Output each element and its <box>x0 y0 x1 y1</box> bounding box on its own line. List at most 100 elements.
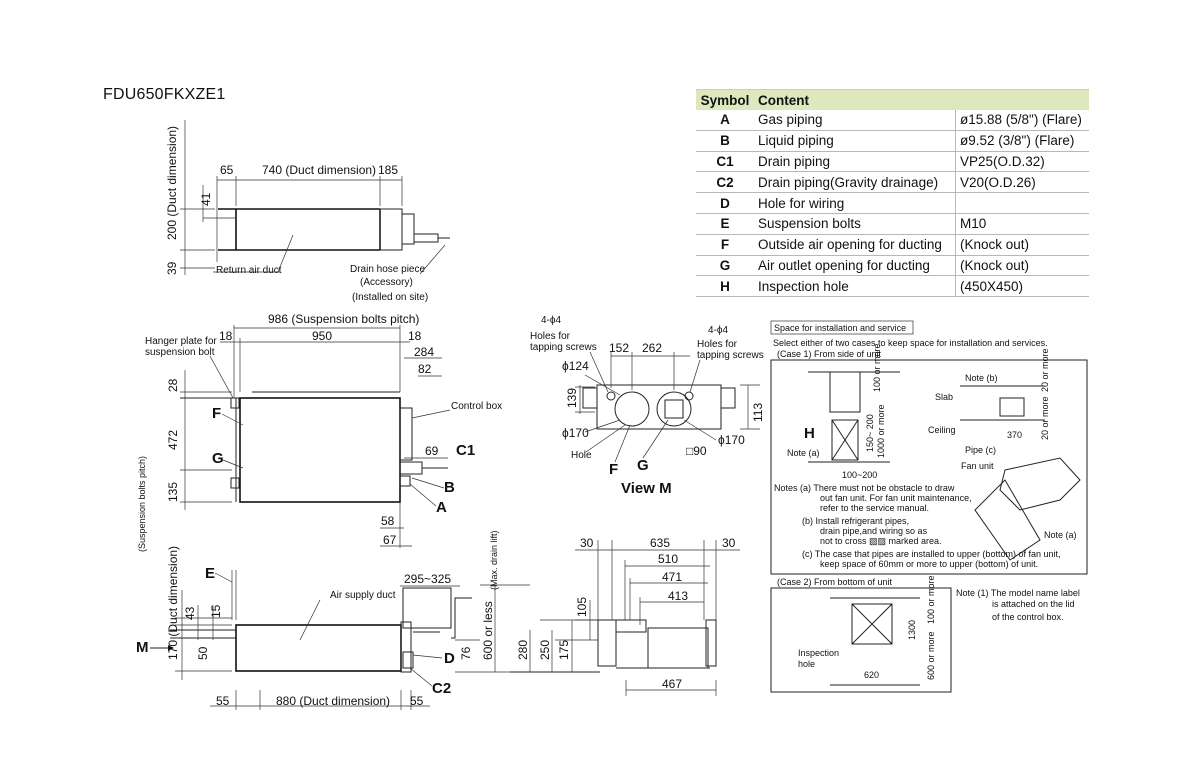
note-line-2: out fan unit. For fan unit maintenance, <box>820 493 972 503</box>
case1-dim-100-200: 100~200 <box>842 470 877 480</box>
hanger-plate-label-1: Hanger plate for <box>145 336 217 347</box>
value-cell: (450X450) <box>955 275 1089 298</box>
side-dim-55b: 55 <box>410 694 424 708</box>
viewm-dim-phi124: ϕ124 <box>562 359 589 373</box>
letter-M-side: M <box>136 639 149 656</box>
plan-dim-18b: 18 <box>408 329 422 343</box>
symbol-cell: F <box>696 234 754 256</box>
content-cell: Drain piping(Gravity drainage) <box>754 171 956 194</box>
end-dim-635: 635 <box>650 536 670 550</box>
case1-dim-20a: 20 or more <box>1040 348 1050 392</box>
viewm-hole-1: 4-ϕ4 <box>541 315 561 326</box>
case1-dim-100: 100 or more <box>872 343 882 392</box>
content-cell: Suspension bolts <box>754 213 956 235</box>
plan-view: 986 (Suspension bolts pitch) 18 950 18 2… <box>137 312 502 552</box>
symbol-cell: A <box>696 110 754 131</box>
case2-dim-620: 620 <box>864 670 879 680</box>
service-case1: (Case 1) From side of unit <box>777 349 882 359</box>
viewm-dim-139: 139 <box>565 388 579 408</box>
plan-dim-28: 28 <box>166 378 180 392</box>
letter-G-plan: G <box>212 450 224 467</box>
side-dim-295-325: 295~325 <box>404 572 451 586</box>
service-intro: Select either of two cases to keep space… <box>773 338 1048 348</box>
case2-dim-1300: 1300 <box>907 620 917 640</box>
suspension-bolts-pitch-label: (Suspension bolts pitch) <box>137 456 147 552</box>
model-note-3: of the control box. <box>992 612 1064 622</box>
value-cell: (Knock out) <box>955 234 1089 256</box>
viewm-dim-113: 113 <box>751 403 765 422</box>
service-space: Space for installation and service Selec… <box>770 320 1088 693</box>
hanger-plate-label-2: suspension bolt <box>145 347 215 358</box>
end-dim-30b: 30 <box>722 536 736 550</box>
air-supply-duct-label: Air supply duct <box>330 590 396 601</box>
side-dim-50: 50 <box>196 646 210 660</box>
side-dim-600: 600 or less <box>481 601 495 660</box>
case1-note-b: Note (b) <box>965 373 998 383</box>
letter-D-side: D <box>444 650 455 667</box>
viewm-dim-phi170b: ϕ170 <box>718 433 745 447</box>
side-dim-15: 15 <box>209 604 223 618</box>
top-dim-185: 185 <box>378 163 398 177</box>
plan-dim-986: 986 (Suspension bolts pitch) <box>268 312 419 326</box>
content-cell: Hole for wiring <box>754 192 956 214</box>
case1-dim-150-200: 150~ 200 <box>865 414 875 452</box>
letter-H-case1: H <box>804 425 815 442</box>
end-view: 30 635 30 510 471 413 105 175 250 280 46… <box>510 536 740 696</box>
control-box-label: Control box <box>451 401 502 412</box>
case1-dim-370: 370 <box>1007 430 1022 440</box>
top-dim-65: 65 <box>220 163 234 177</box>
model-note-2: is attached on the lid <box>992 599 1075 609</box>
viewm-tapping-1: tapping screws <box>530 342 597 353</box>
plan-dim-69: 69 <box>425 444 439 458</box>
letter-B-plan: B <box>444 479 455 496</box>
side-dim-880: 880 (Duct dimension) <box>276 694 390 708</box>
value-cell: M10 <box>955 213 1089 235</box>
side-dim-55a: 55 <box>216 694 230 708</box>
letter-A-plan: A <box>436 499 447 516</box>
end-dim-510: 510 <box>658 552 678 566</box>
end-dim-30a: 30 <box>580 536 594 550</box>
view-m-title: View M <box>621 480 672 497</box>
case1-dim-20b: 20 or more <box>1040 396 1050 440</box>
letter-C2-side: C2 <box>432 680 451 697</box>
end-dim-467: 467 <box>662 677 682 691</box>
viewm-hole-2: 4-ϕ4 <box>708 325 728 336</box>
note-line-1: Notes (a) There must not be obstacle to … <box>774 483 955 493</box>
viewm-dim-sq90: □90 <box>686 444 707 458</box>
view-m: 152 262 ϕ124 139 113 ϕ170 ϕ170 □90 4-ϕ4 … <box>530 315 765 497</box>
value-cell: VP25(O.D.32) <box>955 151 1089 173</box>
letter-E-side: E <box>205 565 215 582</box>
symbol-cell: H <box>696 275 754 298</box>
case1-note-a: Note (a) <box>787 448 820 458</box>
return-air-duct-label: Return air duct <box>216 265 282 276</box>
header-symbol: Symbol <box>696 89 754 110</box>
letter-F-viewm: F <box>609 461 618 478</box>
case1-fan-unit: Fan unit <box>961 461 994 471</box>
content-cell: Liquid piping <box>754 130 956 152</box>
viewm-holes-for-2: Holes for <box>697 339 738 350</box>
case2-dim-600: 600 or more <box>926 631 936 680</box>
content-cell: Drain piping <box>754 151 956 173</box>
side-dim-43: 43 <box>183 606 197 620</box>
plan-dim-284: 284 <box>414 345 434 359</box>
content-cell: Outside air opening for ducting <box>754 234 956 256</box>
symbol-cell: G <box>696 255 754 277</box>
viewm-dim-152: 152 <box>609 341 629 355</box>
viewm-tapping-2: tapping screws <box>697 350 764 361</box>
symbol-cell: C1 <box>696 151 754 173</box>
note-line-4: (b) Install refrigerant pipes, <box>802 516 909 526</box>
side-max-drain-lift: (Max. drain lift) <box>489 530 499 590</box>
letter-F-plan: F <box>212 405 221 422</box>
top-dim-39: 39 <box>165 261 179 275</box>
value-cell: ø9.52 (3/8") (Flare) <box>955 130 1089 152</box>
